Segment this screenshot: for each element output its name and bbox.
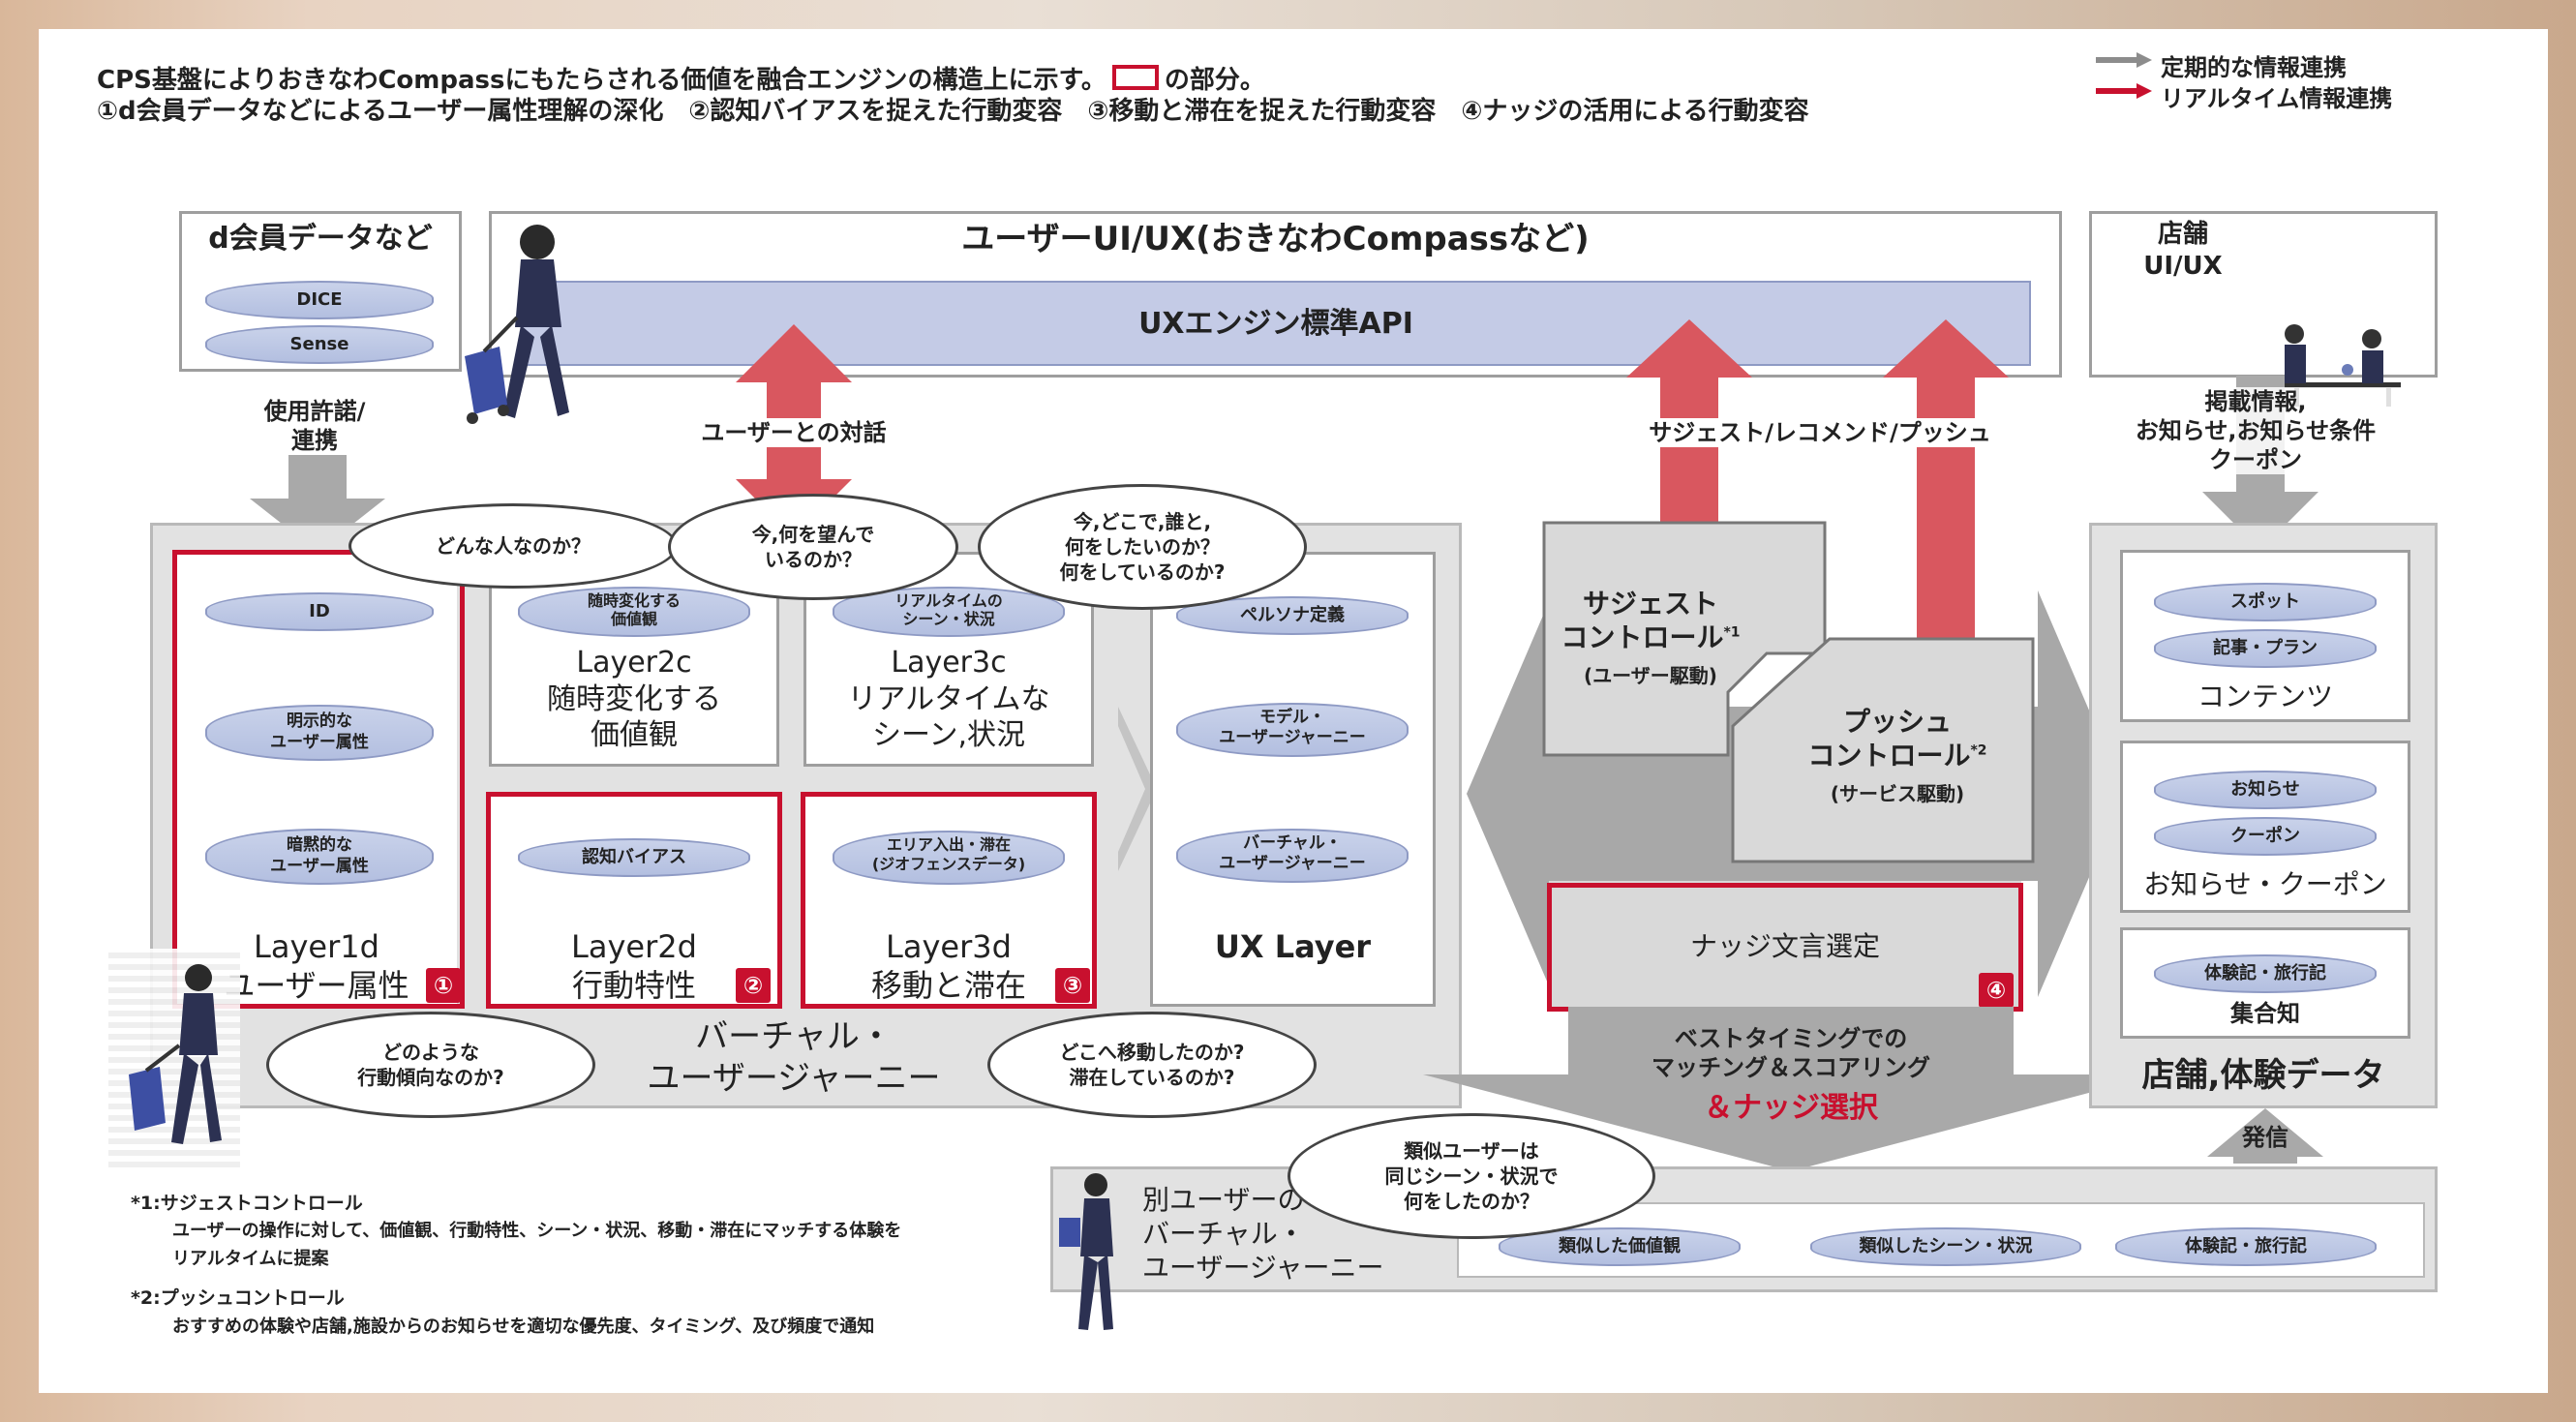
matching-down-arrow-icon	[1423, 1007, 2159, 1171]
gray-down-arrow-icon	[250, 455, 385, 552]
db-travelogue: 体験記・旅行記	[2154, 954, 2377, 993]
ux-layer-title: UX Layer	[1214, 928, 1372, 965]
red-box-sample	[1111, 65, 1159, 90]
bubble-who: どんな人なのか？	[349, 503, 678, 589]
matching-highlight: ＆ナッジ選択	[1704, 1091, 1878, 1125]
db-dice: DICE	[205, 281, 434, 319]
layer3d-title: Layer3d 移動と滞在	[870, 928, 1026, 1004]
db-id: ID	[205, 592, 434, 631]
push-control-sub: (サービス駆動)	[1830, 782, 1965, 805]
layer3d-highlight	[801, 792, 1097, 1009]
dialog-label: ユーザーとの対話	[668, 418, 920, 447]
ux-engine-api-bar	[521, 281, 2031, 366]
legend-red-arrow-icon	[2096, 83, 2152, 99]
traveler-figure-icon	[465, 225, 569, 424]
hasshin-arrow-stem	[2233, 1154, 2297, 1164]
db-coupon: クーポン	[2154, 817, 2377, 856]
push-control-text: プッシュ コントロール	[1807, 706, 1971, 772]
header-line1-text: CPS基盤によりおきなわCompassにもたらされる価値を融合エンジンの構造上に…	[97, 66, 1106, 95]
db-similar-scene: 類似したシーン・状況	[1810, 1227, 2081, 1266]
footnote-1-title: *1:サジェストコントロール	[131, 1193, 363, 1214]
store-data-title: 店舗,体験データ	[2141, 1056, 2385, 1095]
matching-label: ベストタイミングでの マッチング＆スコアリング	[1652, 1025, 1930, 1081]
db-notice: お知らせ	[2154, 771, 2377, 809]
db-geofence: エリア入出・滞在 (ジオフェンスデータ)	[833, 831, 1065, 885]
exp-title: 集合知	[2230, 1000, 2300, 1027]
ui-title: ユーザーUI/UX(おきなわCompassなど)	[961, 220, 1590, 258]
layer2c-title: Layer2c 随時変化する 価値観	[547, 646, 721, 752]
db-cognitive-bias: 認知バイアス	[518, 838, 750, 877]
ux-engine-api-label: UXエンジン標準API	[1138, 307, 1413, 341]
bubble-similar-user: 類似ユーザーは 同じシーン・状況で 何をしたのか？	[1288, 1113, 1655, 1239]
layer3c-title: Layer3c リアルタイムな シーン,状況	[847, 646, 1050, 752]
num-3-badge: ③	[1055, 968, 1090, 1003]
content-title: コンテンツ	[2197, 681, 2333, 712]
suggest-label: サジェスト/レコメンド/プッシュ	[1626, 418, 2014, 447]
store-arrow-label: 掲載情報, お知らせ,お知らせ条件 クーポン	[2110, 387, 2401, 474]
store-ui-title: 店舗 UI/UX	[2143, 220, 2223, 281]
num-4-badge: ④	[1979, 973, 2014, 1008]
suggest-control-title: サジェスト コントロール*1	[1549, 587, 1752, 654]
suggest-control-text: サジェスト コントロール	[1561, 588, 1724, 653]
num-1-badge: ①	[426, 968, 461, 1003]
push-up-arrow-icon	[1883, 319, 2009, 639]
num-2-badge: ②	[736, 968, 771, 1003]
other-user-title: 別ユーザーの バーチャル・ ユーザージャーニー	[1142, 1184, 1384, 1284]
flow-chevron-icon	[1118, 707, 1157, 871]
nudge-box	[1549, 881, 2021, 1012]
header-line1: CPS基盤によりおきなわCompassにもたらされる価値を融合エンジンの構造上に…	[97, 60, 1265, 96]
db-article-plan: 記事・プラン	[2154, 629, 2377, 668]
layer1d-highlight	[172, 550, 465, 1009]
push-control-sup: *2	[1970, 742, 1987, 759]
push-control-title: プッシュ コントロール*2	[1772, 705, 2023, 772]
layer2d-title: Layer2d 行動特性	[571, 928, 697, 1004]
hasshin-label: 発信	[2242, 1124, 2288, 1151]
store-ui-box	[2089, 211, 2438, 378]
db-changing-values: 随時変化する 価値観	[518, 587, 750, 637]
bubble-behavior: どのような 行動傾向なのか?	[266, 1012, 595, 1118]
layer2d-highlight	[486, 792, 782, 1009]
db-model-journey: モデル・ ユーザージャーニー	[1176, 703, 1409, 757]
db-implicit-attr: 暗黙的な ユーザー属性	[205, 829, 434, 885]
db-other-travelogue: 体験記・旅行記	[2115, 1227, 2377, 1266]
footnote-2-body: おすすめの体験や店舗,施設からのお知らせを適切な優先度、タイミング、及び頻度で通…	[172, 1316, 875, 1337]
push-control-shape	[1731, 637, 2035, 863]
legend-realtime: リアルタイム情報連携	[2161, 85, 2393, 112]
bubble-where: 今,どこで,誰と, 何をしたいのか？ 何をしているのか?	[978, 484, 1307, 610]
header-line2: ①d会員データなどによるユーザー属性理解の深化 ②認知バイアスを捉えた行動変容 …	[97, 97, 1809, 126]
db-spot: スポット	[2154, 583, 2377, 621]
suggest-control-sup: *1	[1723, 624, 1741, 641]
header-line1-suffix: の部分。	[1164, 66, 1265, 95]
hasshin-up-arrow-icon	[2207, 1108, 2323, 1157]
bubble-movement: どこへ移動したのか? 滞在しているのか?	[987, 1012, 1317, 1118]
suggest-control-sub: (ユーザー駆動)	[1584, 664, 1717, 687]
suggest-control-shape	[1542, 521, 1827, 757]
db-sense: Sense	[205, 325, 434, 364]
db-explicit-attr: 明示的な ユーザー属性	[205, 705, 434, 761]
dmember-title: d会員データなど	[208, 222, 433, 256]
dmember-arrow-label: 使用許諾/ 連携	[263, 398, 366, 454]
virtual-journey-label: バーチャル・ ユーザージャーニー	[647, 1017, 941, 1098]
footnote-2-title: *2:プッシュコントロール	[131, 1287, 345, 1309]
other-user-figure-icon	[1059, 1173, 1113, 1330]
layer1d-title: Layer1d ユーザー属性	[224, 928, 409, 1004]
nudge-label: ナッジ文言選定	[1689, 930, 1880, 962]
footnote-1-body: ユーザーの操作に対して、価値観、行動特性、シーン・状況、移動・滞在にマッチする体…	[172, 1221, 902, 1269]
bubble-want: 今,何を望んで いるのか？	[668, 494, 958, 600]
notice-title: お知らせ・クーポン	[2143, 868, 2387, 900]
db-virtual-journey: バーチャル・ ユーザージャーニー	[1176, 829, 1409, 883]
traveler-figure-2-icon	[129, 964, 222, 1144]
legend-periodic: 定期的な情報連携	[2161, 54, 2347, 81]
legend-gray-arrow-icon	[2096, 52, 2152, 68]
